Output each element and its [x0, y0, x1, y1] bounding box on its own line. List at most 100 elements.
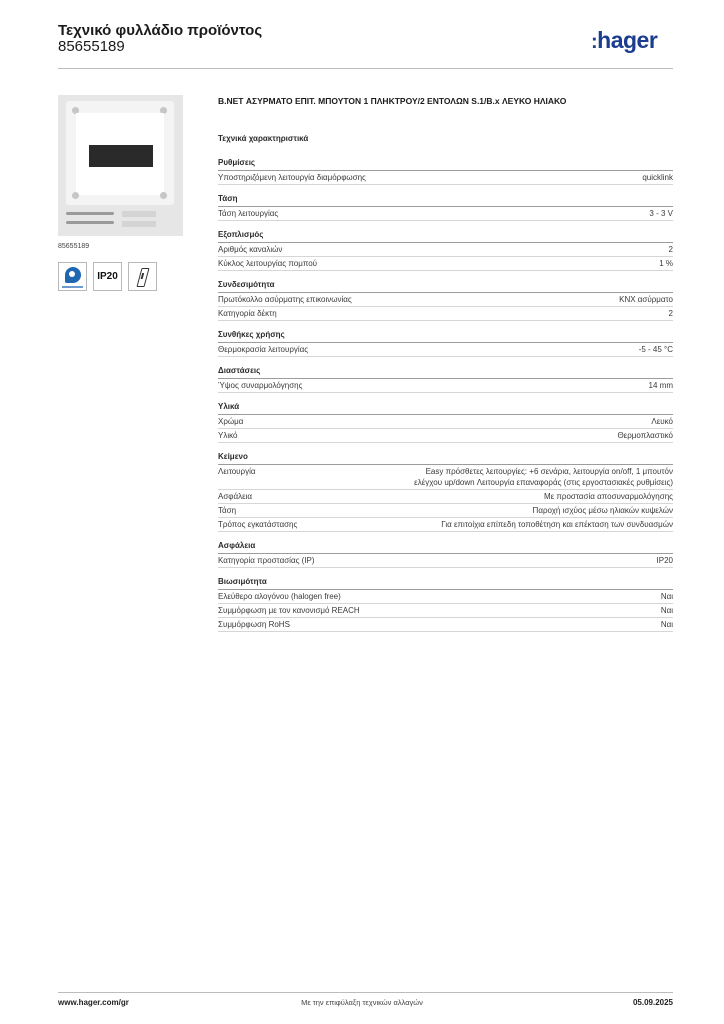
product-image [58, 95, 183, 236]
spec-label: Τάση λειτουργίας [218, 209, 279, 218]
footer-website[interactable]: www.hager.com/gr [58, 998, 129, 1007]
section-title: Κείμενο [218, 452, 673, 465]
spec-row: Λειτουργία Easy πρόσθετες λειτουργίες: +6… [218, 465, 673, 490]
spec-label: Αριθμός καναλιών [218, 245, 283, 254]
spec-label: Χρώμα [218, 417, 244, 426]
document-title: Τεχνικό φυλλάδιο προϊόντος [58, 22, 263, 39]
specs-heading: Τεχνικά χαρακτηριστικά [218, 134, 309, 143]
spec-label: Λειτουργία [218, 467, 256, 476]
logo-dot: : [591, 31, 598, 53]
screw [66, 212, 114, 215]
spec-row: Θερμοκρασία λειτουργίας -5 - 45 °C [218, 343, 673, 357]
spec-row: Συμμόρφωση με τον κανονισμό REACH Ναι [218, 604, 673, 618]
spec-row: Τρόπος εγκατάστασης Για επιτοίχια επίπεδη… [218, 518, 673, 532]
spec-row: Υποστηριζόμενη λειτουργία διαμόρφωσης qui… [218, 171, 673, 185]
ip20-label: IP20 [97, 271, 118, 282]
spec-value: Easy πρόσθετες λειτουργίες: +6 σενάρια, … [414, 467, 673, 487]
spec-value: 2 [668, 245, 673, 254]
installation-tool-icon [128, 262, 157, 291]
section-title: Εξοπλισμός [218, 230, 673, 243]
document-product-code: 85655189 [58, 38, 125, 55]
section-title: Βιωσιμότητα [218, 577, 673, 590]
spec-value: 2 [668, 309, 673, 318]
spec-value: 3 - 3 V [649, 209, 673, 218]
badge-row: IP20 [58, 262, 157, 291]
spec-row: Ασφάλεια Με προστασία αποσυναρμολόγησης [218, 490, 673, 504]
spec-value: IP20 [656, 556, 673, 565]
spec-row: Ελεύθερο αλογόνου (halogen free) Ναι [218, 590, 673, 604]
spec-row: Ύψος συναρμολόγησης 14 mm [218, 379, 673, 393]
spec-value: Λευκό [651, 417, 673, 426]
section-title: Διαστάσεις [218, 366, 673, 379]
spec-label: Ασφάλεια [218, 492, 253, 501]
spec-value: Παροχή ισχύος μέσω ηλιακών κυψελών [532, 506, 673, 515]
spec-label: Ελεύθερο αλογόνου (halogen free) [218, 592, 341, 601]
spec-row: Τάση λειτουργίας 3 - 3 V [218, 207, 673, 221]
spec-label: Συμμόρφωση RoHS [218, 620, 290, 629]
ip20-icon: IP20 [93, 262, 122, 291]
spec-row: Χρώμα Λευκό [218, 415, 673, 429]
spec-label: Ύψος συναρμολόγησης [218, 381, 303, 390]
screw-tag [122, 221, 156, 227]
quicklink-icon [58, 262, 87, 291]
footer-date: 05.09.2025 [632, 998, 673, 1007]
spec-label: Τάση [218, 506, 237, 515]
product-frame [66, 101, 174, 205]
section-title: Ασφάλεια [218, 541, 673, 554]
spec-row: Κατηγορία προστασίας (IP) IP20 [218, 554, 673, 568]
spec-value: Για επιτοίχια επίπεδη τοποθέτηση και επέ… [441, 520, 673, 529]
spec-row: Υλικό Θερμοπλαστικό [218, 429, 673, 443]
spec-value: Με προστασία αποσυναρμολόγησης [543, 492, 673, 501]
screw [66, 221, 114, 224]
spec-row: Αριθμός καναλιών 2 [218, 243, 673, 257]
section-title: Συνδεσιμότητα [218, 280, 673, 293]
solar-panel [89, 145, 153, 167]
spec-label: Πρωτόκολλο ασύρματης επικοινωνίας [218, 295, 352, 304]
spec-label: Θερμοκρασία λειτουργίας [218, 345, 309, 354]
spec-label: Συμμόρφωση με τον κανονισμό REACH [218, 606, 360, 615]
spec-value: 14 mm [648, 381, 673, 390]
spec-row: Κύκλος λειτουργίας πομπού 1 % [218, 257, 673, 271]
image-caption-code: 85655189 [58, 243, 90, 250]
spec-value: Ναι [660, 592, 673, 601]
spec-row: Τάση Παροχή ισχύος μέσω ηλιακών κυψελών [218, 504, 673, 518]
spec-value: KNX ασύρματο [619, 295, 673, 304]
spec-label: Κατηγορία δέκτη [218, 309, 277, 318]
screw-tag [122, 211, 156, 217]
footer-divider [58, 992, 673, 993]
spec-value: -5 - 45 °C [638, 345, 673, 354]
spec-value: Ναι [660, 620, 673, 629]
spec-row: Συμμόρφωση RoHS Ναι [218, 618, 673, 632]
spec-label: Κύκλος λειτουργίας πομπού [218, 259, 318, 268]
spec-row: Πρωτόκολλο ασύρματης επικοινωνίας KNX ασύ… [218, 293, 673, 307]
spec-row: Κατηγορία δέκτη 2 [218, 307, 673, 321]
spec-content: B.NET ΑΣΥΡΜΑΤΟ ΕΠΙΤ. ΜΠΟΥΤΟΝ 1 ΠΛΗΚΤΡΟΥ/… [218, 96, 673, 641]
spec-value: Θερμοπλαστικό [617, 431, 673, 440]
spec-value: Ναι [660, 606, 673, 615]
section-title: Υλικά [218, 402, 673, 415]
spec-value: 1 % [659, 259, 673, 268]
hager-logo: :hager [591, 27, 658, 54]
spec-label: Υλικό [218, 431, 238, 440]
footer-note: Με την επιφύλαξη τεχνικών αλλαγών [301, 998, 423, 1007]
spec-label: Υποστηριζόμενη λειτουργία διαμόρφωσης [218, 173, 366, 182]
header-divider [58, 68, 673, 69]
section-title: Τάση [218, 194, 673, 207]
logo-text: hager [597, 27, 658, 53]
section-title: Ρυθμίσεις [218, 158, 673, 171]
spec-value: quicklink [642, 173, 673, 182]
section-title: Συνθήκες χρήσης [218, 330, 673, 343]
spec-label: Τρόπος εγκατάστασης [218, 520, 298, 529]
product-plate [76, 113, 164, 195]
spec-label: Κατηγορία προστασίας (IP) [218, 556, 315, 565]
